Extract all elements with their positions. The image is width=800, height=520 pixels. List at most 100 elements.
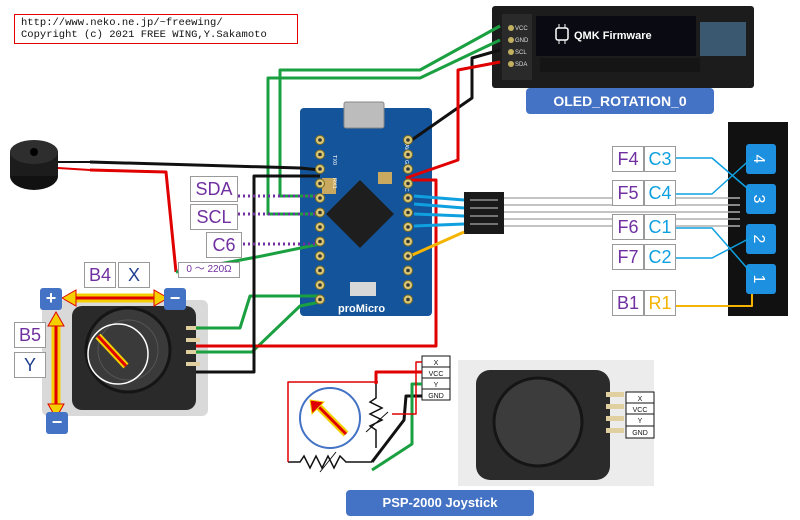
keypad-net-label: C4 xyxy=(644,180,676,206)
keypad-key-1-label: 1 xyxy=(750,275,767,284)
promicro-pin-hole xyxy=(406,283,410,287)
promicro-pin-hole xyxy=(318,239,322,244)
pin-table-x: X xyxy=(434,360,439,367)
promicro-pin-hole xyxy=(318,210,322,215)
wire-keypad-f7 xyxy=(413,222,465,228)
wire-joy-vcc xyxy=(196,178,438,348)
promicro-pin-hole xyxy=(406,196,410,200)
promicro-pin-hole xyxy=(318,152,322,157)
promicro-pin-hole xyxy=(318,167,322,171)
net-line-r1 xyxy=(676,294,753,307)
label-resistor: 0 ～ 220Ω xyxy=(178,262,240,278)
wire-joy-y xyxy=(196,300,321,354)
label-b4: B4 xyxy=(84,262,116,288)
keypad-key-4-label: 4 xyxy=(750,155,767,164)
promicro-pin-hole xyxy=(406,152,410,157)
y-minus-badge: − xyxy=(46,412,68,434)
label-sda: SDA xyxy=(190,176,238,202)
pin-table-photo-y: Y xyxy=(638,418,643,425)
pin-table-vcc: VCC xyxy=(429,371,444,378)
keypad-pin-label: F5 xyxy=(612,180,644,206)
oled-screen-text: QMK Firmware xyxy=(574,30,652,42)
pin-table-y: Y xyxy=(434,382,439,389)
promicro-pin-label-tx0: TX0 xyxy=(331,155,337,165)
wire-keypad-f4 xyxy=(413,194,465,202)
net-line-c2 xyxy=(676,235,755,259)
promicro-pin-hole xyxy=(406,225,410,229)
promicro-pin-hole xyxy=(318,225,322,229)
keypad-pin-label: B1 xyxy=(612,290,644,316)
x-plus-badge: + xyxy=(40,288,62,310)
pin-table-gnd: GND xyxy=(428,393,444,400)
promicro-pin-hole xyxy=(318,196,322,200)
net-line-c4 xyxy=(676,155,755,195)
promicro-pin-label-raw: RAW xyxy=(403,140,409,153)
promicro-board: proMicro TX0 RX1 RAW GND VCC xyxy=(300,101,432,316)
promicro-pin-hole xyxy=(318,138,322,142)
qmk-logo-icon xyxy=(555,24,569,44)
wire-keypad-b1 xyxy=(409,230,465,258)
keypad-key-2-label: 2 xyxy=(750,235,767,244)
wire-schem-vcc xyxy=(374,370,422,384)
promicro-pin-hole xyxy=(406,181,410,186)
keypad-key-1: 1 xyxy=(746,264,776,294)
keypad-connector xyxy=(464,192,504,234)
wire-buzzer-red xyxy=(89,168,178,273)
label-c6: C6 xyxy=(206,232,242,258)
promicro-pin-hole xyxy=(406,268,410,273)
pot-schematic xyxy=(288,384,389,473)
oled-pin-headers xyxy=(508,25,514,67)
keypad-net-label: R1 xyxy=(644,290,676,316)
joystick-module-left xyxy=(42,300,208,416)
pin-table-photo: X VCC Y GND xyxy=(625,391,655,439)
promicro-pin-label-rx1: RX1 xyxy=(331,178,337,189)
promicro-pin-hole xyxy=(406,254,410,258)
wire-keypad-f6 xyxy=(413,212,465,218)
y-axis-arrow xyxy=(47,310,65,420)
keypad-key-4: 4 xyxy=(746,144,776,174)
promicro-pin-hole xyxy=(318,283,322,287)
header-copyright: Copyright (c) 2021 FREE WING,Y.Sakamoto xyxy=(21,29,267,41)
keypad-key-3: 3 xyxy=(746,184,776,214)
x-minus-badge: − xyxy=(164,288,186,310)
oled-caption: OLED_ROTATION_0 xyxy=(526,88,714,114)
promicro-pin-hole xyxy=(318,268,322,273)
promicro-pin-hole xyxy=(406,138,410,142)
promicro-pin-hole xyxy=(318,181,322,186)
wire-buzzer-gnd xyxy=(89,160,321,172)
psp-joystick-photo xyxy=(458,360,654,486)
header-url[interactable]: http://www.neko.ne.jp/~freewing/ xyxy=(21,17,223,29)
wire-schem-gnd xyxy=(370,394,422,463)
oled-module: QMK Firmware VCC GND SCL SDA xyxy=(492,6,754,88)
oled-pin-sda: SDA xyxy=(515,62,527,68)
promicro-pin-hole xyxy=(406,167,410,171)
net-line-c3 xyxy=(676,157,755,195)
keypad-pin-label: F7 xyxy=(612,244,644,270)
keypad-key-2: 2 xyxy=(746,224,776,254)
label-b5: B5 xyxy=(14,322,46,348)
oled-pin-gnd: GND xyxy=(515,38,529,44)
buzzer-icon xyxy=(10,140,91,190)
keypad-net-label: C2 xyxy=(644,244,676,270)
net-line-c1 xyxy=(676,227,755,277)
oled-pin-vcc: VCC xyxy=(515,26,528,32)
promicro-pin-hole xyxy=(406,239,410,244)
oled-pin-scl: SCL xyxy=(515,50,527,56)
keypad-key-3-label: 3 xyxy=(750,195,767,204)
pin-table-photo-vcc: VCC xyxy=(633,407,648,414)
wire-schem-x xyxy=(392,361,422,415)
keypad-net-label: C1 xyxy=(644,214,676,240)
keypad-pin-label: F4 xyxy=(612,146,644,172)
joystick-caption: PSP-2000 Joystick xyxy=(346,490,534,516)
label-x: X xyxy=(118,262,150,288)
promicro-pin-dots xyxy=(315,135,413,305)
promicro-pin-hole xyxy=(318,297,322,302)
wire-oled-gnd xyxy=(405,48,501,146)
pin-table-photo-x: X xyxy=(638,396,643,403)
axis-arrows xyxy=(47,289,170,420)
keypad-net-label: C3 xyxy=(644,146,676,172)
x-axis-arrow xyxy=(60,289,170,307)
promicro-pin-hole xyxy=(406,297,410,302)
wire-oled-scl xyxy=(266,38,501,216)
